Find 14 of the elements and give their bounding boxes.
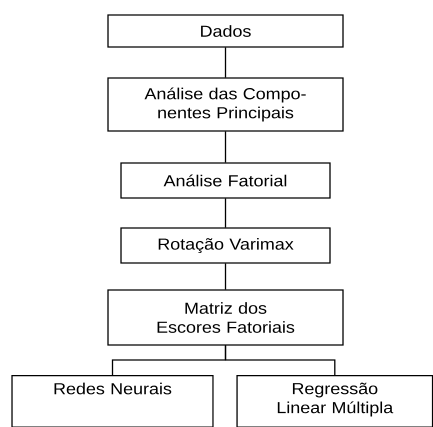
connector-line bbox=[224, 132, 226, 162]
box-label: Regressão Linear Múltipla bbox=[278, 382, 394, 416]
box-label: Redes Neurais bbox=[54, 382, 172, 394]
connector-line bbox=[224, 346, 336, 375]
process-box: Análise Fatorial bbox=[120, 162, 331, 199]
process-box bbox=[236, 375, 433, 427]
connector-line bbox=[224, 48, 226, 78]
process-box: Dados bbox=[107, 14, 344, 48]
process-box: Matriz dos Escores Fatoriais bbox=[107, 289, 344, 346]
connector-line bbox=[224, 264, 226, 290]
process-box: Rotação Varimax bbox=[120, 227, 331, 264]
process-box: Análise das Compo- nentes Principais bbox=[107, 77, 344, 132]
process-box bbox=[11, 375, 214, 427]
connector-line bbox=[224, 198, 226, 228]
